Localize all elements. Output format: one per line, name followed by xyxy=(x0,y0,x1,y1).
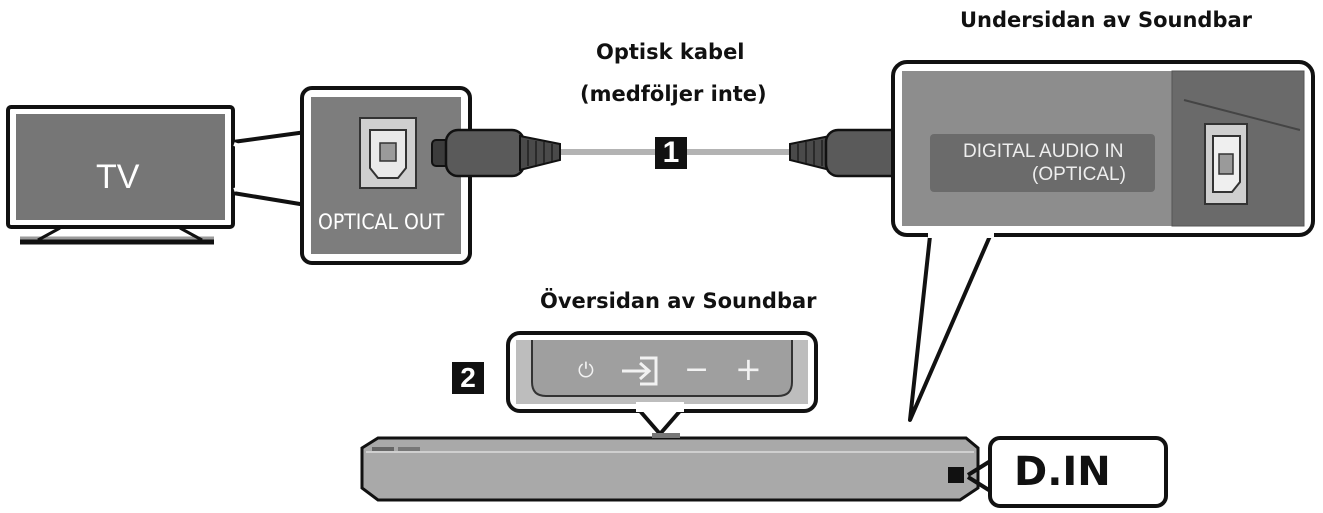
power-icon[interactable]: ⏻ xyxy=(578,358,594,382)
digital-audio-in-label-line1: DIGITAL AUDIO IN xyxy=(963,141,1124,162)
soundbar-top-panel xyxy=(506,331,818,436)
display-text: D.IN xyxy=(1014,449,1111,495)
soundbar-bottom-heading: Undersidan av Soundbar xyxy=(960,8,1253,32)
tv xyxy=(6,105,307,245)
optical-cable xyxy=(431,128,919,178)
cable-label-line1: Optisk kabel xyxy=(596,40,745,64)
soundbar-bottom-panel xyxy=(891,60,1315,422)
soundbar xyxy=(360,433,1168,508)
step-badge-2: 2 xyxy=(452,362,484,394)
tv-optical-panel xyxy=(300,86,472,265)
optical-out-port xyxy=(359,117,417,189)
digital-audio-in-label-line2: (OPTICAL) xyxy=(1032,164,1126,185)
source-icon[interactable] xyxy=(620,356,660,386)
left-plug xyxy=(431,128,561,178)
step-badge-1: 1 xyxy=(655,137,687,169)
optical-out-label: OPTICAL OUT xyxy=(318,210,445,234)
display-callout xyxy=(988,436,1168,508)
volume-up-icon[interactable]: + xyxy=(735,350,762,388)
display-window xyxy=(948,467,964,483)
volume-down-icon[interactable]: − xyxy=(684,352,710,387)
soundbar-top-heading: Översidan av Soundbar xyxy=(540,289,817,313)
digital-audio-in-port xyxy=(1204,123,1248,205)
cable-label-line2: (medföljer inte) xyxy=(580,82,767,106)
tv-label: TV xyxy=(96,158,140,196)
source-icon-shape xyxy=(622,356,658,386)
